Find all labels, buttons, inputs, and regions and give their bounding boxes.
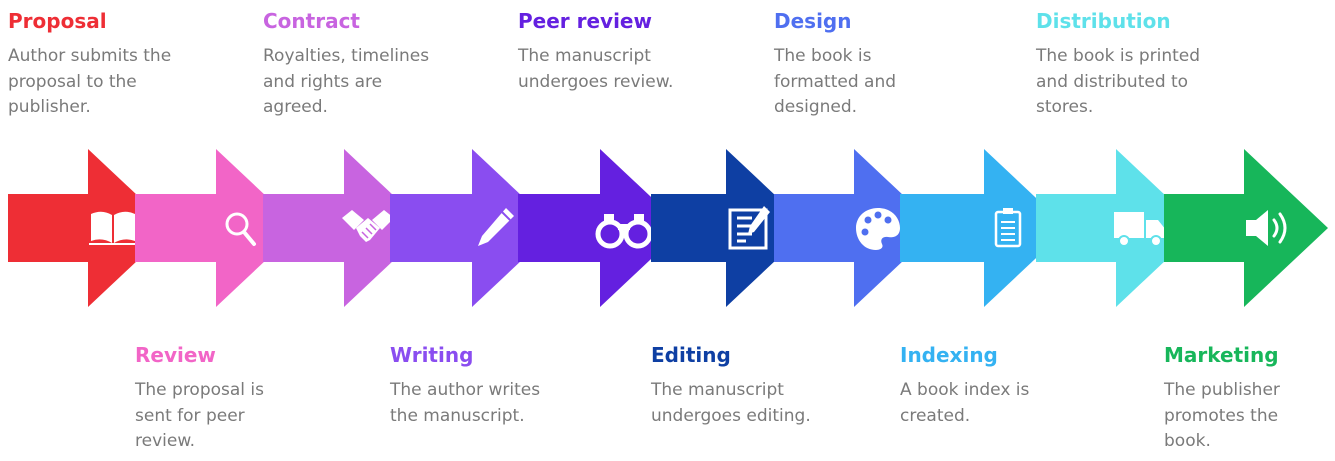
arrow-design — [774, 149, 938, 307]
step-title: Contract — [263, 9, 360, 33]
magnifier-icon — [225, 212, 256, 246]
step-description: The publisher promotes the book. — [1164, 380, 1280, 451]
step-title: Editing — [651, 343, 731, 367]
step-marketing-text: Marketing The publisher promotes the boo… — [1164, 342, 1335, 455]
step-writing-text: Writing The author writes the manuscript… — [390, 342, 575, 429]
step-title: Design — [774, 9, 852, 33]
step-title: Writing — [390, 343, 474, 367]
step-title: Peer review — [518, 9, 652, 33]
truck-icon — [1114, 212, 1166, 247]
handshake-icon — [342, 210, 394, 242]
step-title: Marketing — [1164, 343, 1279, 367]
step-description: Royalties, timelines and rights are agre… — [263, 46, 430, 117]
step-title: Review — [135, 343, 216, 367]
step-description: The author writes the manuscript. — [390, 380, 541, 426]
step-indexing-text: Indexing A book index is created. — [900, 342, 1085, 429]
step-peer-review-text: Peer review The manuscript undergoes rev… — [518, 8, 703, 95]
arrow-distribution — [1036, 149, 1200, 307]
step-title: Indexing — [900, 343, 998, 367]
step-review-text: Review The proposal is sent for peer rev… — [135, 342, 320, 455]
arrow-editing — [651, 149, 810, 307]
arrow-marketing — [1164, 149, 1328, 307]
step-distribution-text: Distribution The book is printed and dis… — [1036, 8, 1221, 121]
arrow-review — [135, 149, 300, 307]
step-description: The manuscript undergoes review. — [518, 46, 674, 92]
clipboard-icon — [994, 208, 1022, 248]
step-proposal-text: Proposal Author submits the proposal to … — [8, 8, 193, 121]
palette-icon — [856, 208, 900, 250]
pen-icon — [478, 208, 514, 246]
arrow-indexing — [900, 149, 1068, 307]
step-description: A book index is created. — [900, 380, 1030, 426]
step-description: The proposal is sent for peer review. — [135, 380, 265, 451]
step-title: Proposal — [8, 9, 107, 33]
arrow-writing — [390, 149, 556, 307]
document-edit-icon — [728, 206, 770, 250]
speaker-icon — [1246, 210, 1287, 246]
book-icon — [89, 211, 137, 245]
arrow-peer-review — [518, 149, 684, 307]
step-description: The book is formatted and designed. — [774, 46, 897, 117]
step-description: The manuscript undergoes editing. — [651, 380, 811, 426]
step-title: Distribution — [1036, 9, 1171, 33]
arrow-contract — [263, 149, 428, 307]
arrow-proposal — [8, 149, 172, 307]
step-editing-text: Editing The manuscript undergoes editing… — [651, 342, 836, 429]
step-description: The book is printed and distributed to s… — [1036, 46, 1201, 117]
step-design-text: Design The book is formatted and designe… — [774, 8, 959, 121]
binoculars-icon — [595, 214, 653, 249]
step-contract-text: Contract Royalties, timelines and rights… — [263, 8, 448, 121]
step-description: Author submits the proposal to the publi… — [8, 46, 172, 117]
